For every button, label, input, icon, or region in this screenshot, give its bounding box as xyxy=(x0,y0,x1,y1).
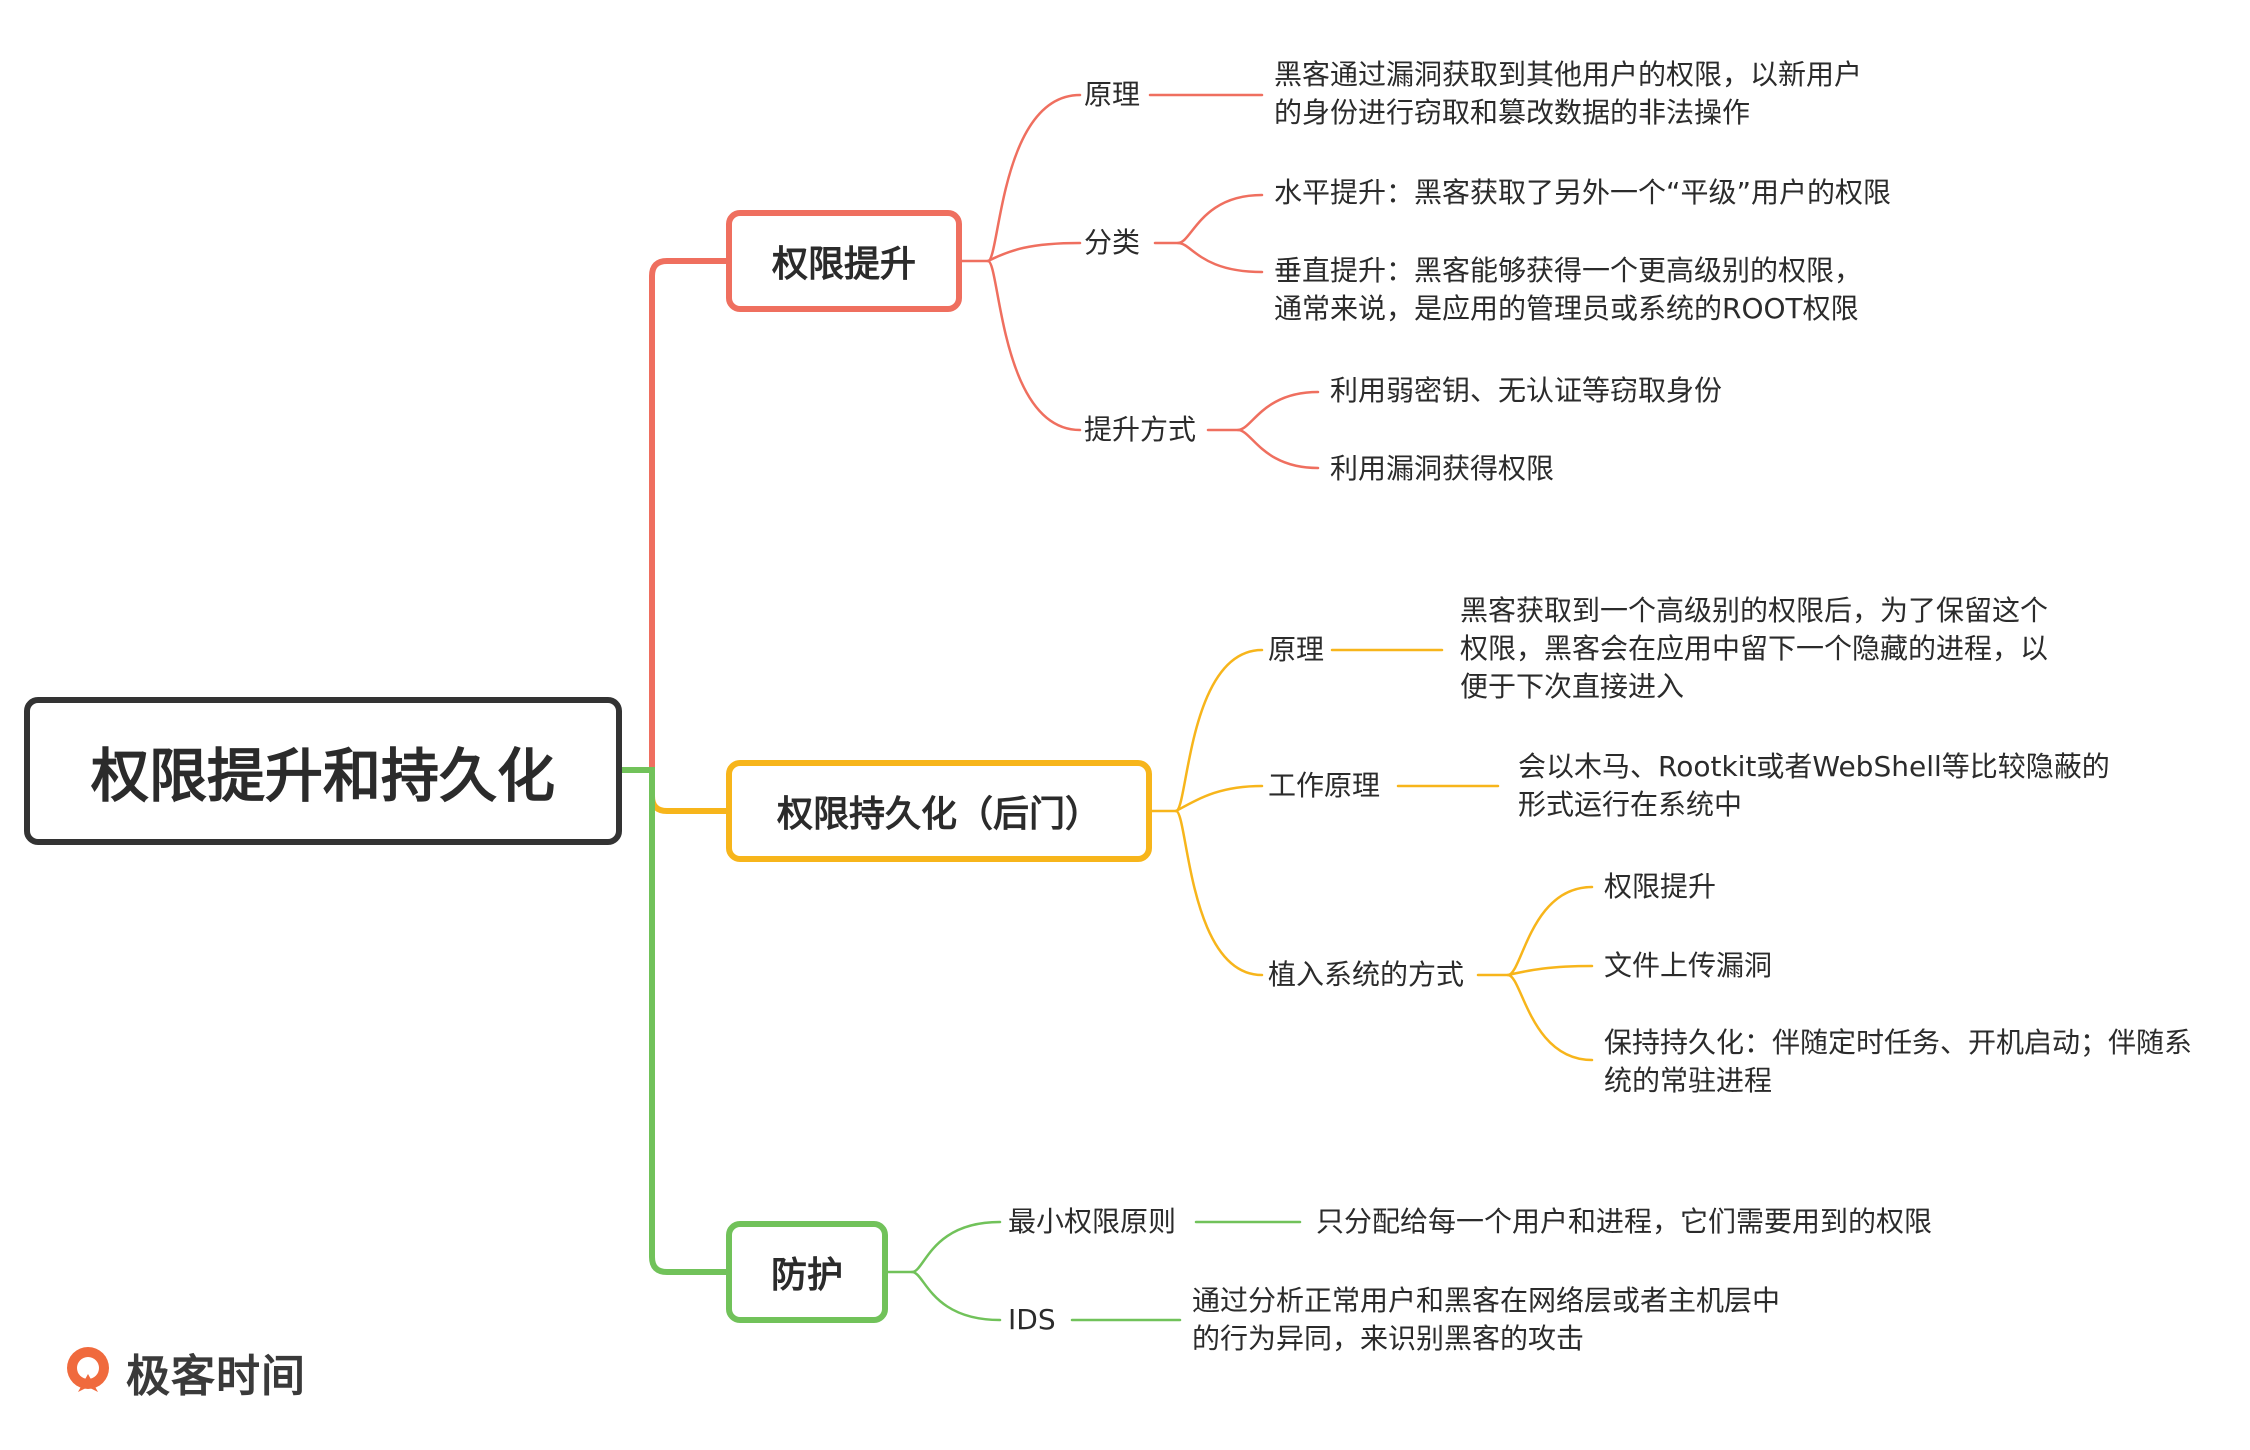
escalation-principle-line-1: 黑客通过漏洞获取到其他用户的权限，以新用户 xyxy=(1274,58,1863,91)
defense-least-privilege-label[interactable]: 最小权限原则 xyxy=(1008,1205,1177,1238)
defense-ids-line-1: 通过分析正常用户和黑客在网络层或者主机层中 xyxy=(1192,1284,1781,1317)
escalation-method-item: 利用弱密钥、无认证等窃取身份 xyxy=(1330,374,1723,407)
persistence-working-line-1: 会以木马、Rootkit或者WebShell等比较隐蔽的 xyxy=(1518,750,2110,783)
escalation-methods-label[interactable]: 提升方式 xyxy=(1084,413,1197,446)
logo-text: 极客时间 xyxy=(126,1351,306,1402)
persistence-implant-item: 权限提升 xyxy=(1604,870,1717,903)
branch-privilege-escalation[interactable]: 权限提升 xyxy=(726,210,962,312)
escalation-principle-line-2: 的身份进行窃取和篡改数据的非法操作 xyxy=(1274,96,1751,129)
persistence-working-label[interactable]: 工作原理 xyxy=(1268,769,1381,802)
persistence-principle-line-1: 黑客获取到一个高级别的权限后，为了保留这个 xyxy=(1460,594,2049,627)
escalation-category-label[interactable]: 分类 xyxy=(1084,226,1141,259)
persistence-principle-label[interactable]: 原理 xyxy=(1268,633,1325,666)
root-node[interactable]: 权限提升和持久化 xyxy=(24,697,622,845)
persistence-principle-line-2: 权限，黑客会在应用中留下一个隐藏的进程，以 xyxy=(1460,632,2049,665)
persistence-implant-item: 文件上传漏洞 xyxy=(1604,949,1773,982)
defense-least-privilege-text: 只分配给每一个用户和进程，它们需要用到的权限 xyxy=(1316,1205,1933,1238)
escalation-method-item: 利用漏洞获得权限 xyxy=(1330,452,1555,485)
escalation-vertical-line-2: 通常来说，是应用的管理员或系统的ROOT权限 xyxy=(1274,292,1859,325)
escalation-vertical-line-1: 垂直提升：黑客能够获得一个更高级别的权限， xyxy=(1274,254,1863,287)
persistence-implant-item-cont: 统的常驻进程 xyxy=(1604,1064,1773,1097)
brand-logo: 极客时间 xyxy=(62,1340,306,1404)
persistence-working-line-2: 形式运行在系统中 xyxy=(1518,788,1743,821)
defense-ids-label[interactable]: IDS xyxy=(1008,1303,1056,1336)
persistence-principle-line-3: 便于下次直接进入 xyxy=(1460,670,1685,703)
defense-ids-line-2: 的行为异同，来识别黑客的攻击 xyxy=(1192,1322,1585,1355)
geektime-logo-icon xyxy=(67,1347,109,1392)
branch-privilege-persistence[interactable]: 权限持久化（后门） xyxy=(726,760,1152,862)
escalation-principle-label[interactable]: 原理 xyxy=(1084,78,1141,111)
escalation-horizontal-text: 水平提升：黑客获取了另外一个“平级”用户的权限 xyxy=(1274,176,1892,209)
persistence-implant-item: 保持持久化：伴随定时任务、开机启动；伴随系 xyxy=(1604,1026,2193,1059)
branch-protection[interactable]: 防护 xyxy=(726,1221,888,1323)
persistence-implant-label[interactable]: 植入系统的方式 xyxy=(1268,958,1465,991)
